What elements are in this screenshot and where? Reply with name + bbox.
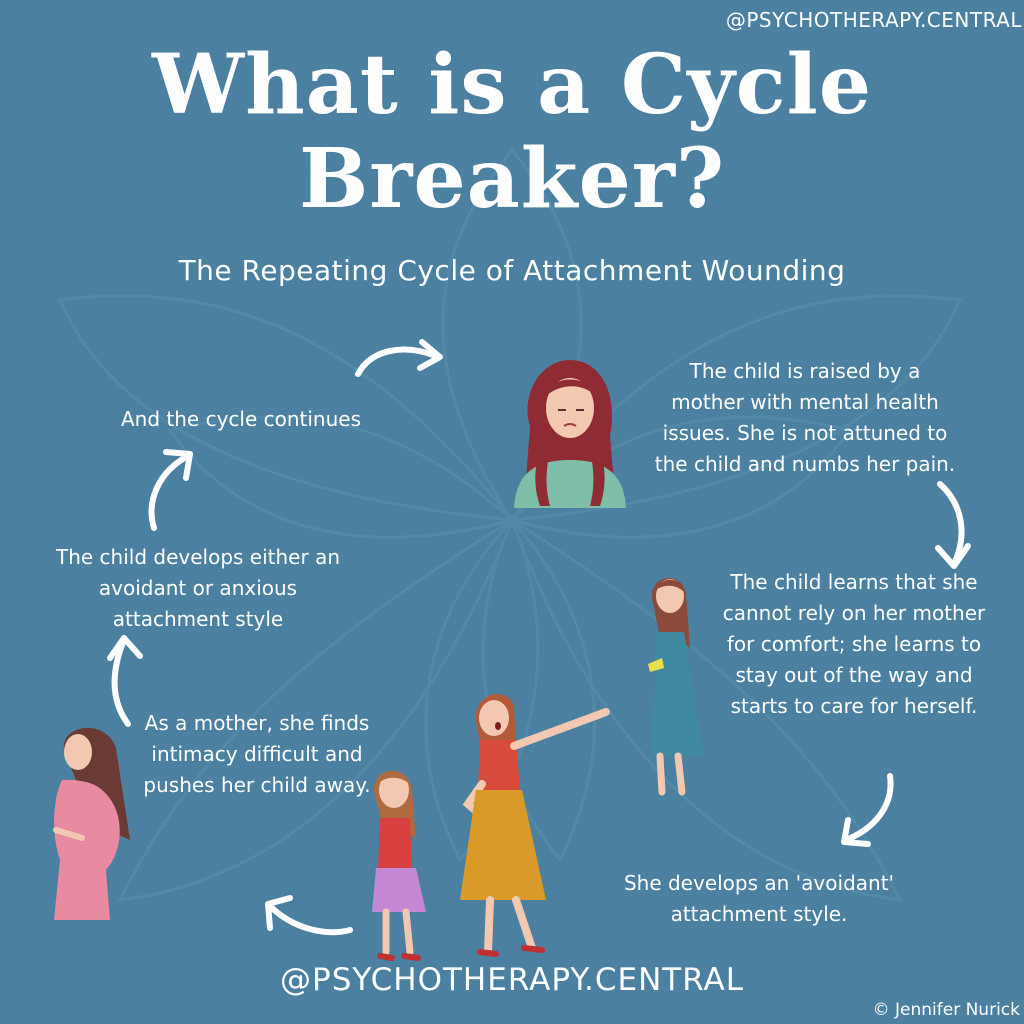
curved-arrow-icon bbox=[265, 895, 353, 936]
step-3-text: She develops an 'avoidant' attachment st… bbox=[623, 871, 895, 926]
curved-arrow-icon bbox=[935, 481, 971, 569]
pointing-mother-illustration bbox=[460, 694, 610, 957]
curved-arrow-icon bbox=[107, 635, 143, 727]
top-handle: @PSYCHOTHERAPY.CENTRAL bbox=[725, 8, 1022, 32]
sad-girl-illustration bbox=[648, 577, 704, 796]
pregnant-woman-illustration bbox=[53, 727, 130, 920]
curved-arrow-icon bbox=[148, 449, 193, 531]
bottom-handle: @PSYCHOTHERAPY.CENTRAL bbox=[280, 962, 744, 998]
curved-arrow-icon bbox=[355, 339, 443, 377]
step-5-text: The child develops either an avoidant or… bbox=[56, 545, 340, 631]
page-subtitle: The Repeating Cycle of Attachment Woundi… bbox=[178, 254, 846, 287]
step-2-text: The child learns that she cannot rely on… bbox=[722, 570, 986, 718]
title-line-2: Breaker? bbox=[298, 131, 726, 227]
curved-arrow-icon bbox=[841, 773, 894, 847]
step-6-text: And the cycle continues bbox=[120, 407, 362, 431]
title-line-1: What is a Cycle bbox=[152, 37, 872, 133]
small-girl-illustration bbox=[372, 770, 426, 961]
copyright-text: © Jennifer Nurick bbox=[872, 1000, 1020, 1020]
step-4-text: As a mother, she finds intimacy difficul… bbox=[143, 711, 371, 797]
sad-mother-illustration bbox=[514, 360, 626, 508]
step-1-text: The child is raised by a mother with men… bbox=[654, 359, 956, 476]
page-title: What is a Cycle Breaker? bbox=[0, 38, 1024, 226]
